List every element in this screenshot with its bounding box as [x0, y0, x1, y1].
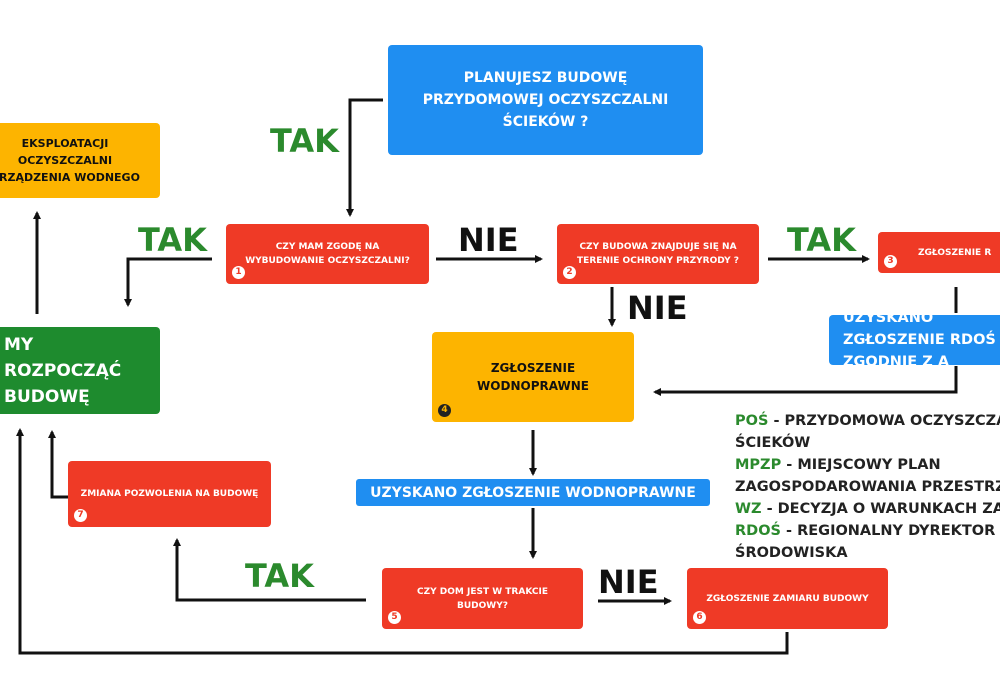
step-4-text: ZGŁOSZENIE WODNOPRAWNE	[477, 361, 589, 393]
legend-desc-mpzp: - MIEJSCOWY PLAN	[781, 457, 941, 473]
begin-construction-text: MY ROZPOCZĄĆ BUDOWĘ	[4, 334, 122, 407]
abbreviation-legend: POŚ - PRZYDOMOWA OCZYSZCZALN ŚCIEKÓW MPZ…	[735, 410, 1000, 564]
legend-line-pos-2: ŚCIEKÓW	[735, 435, 811, 451]
rdos-box-text: UZYSKANO ZGŁOSZENIE RDOŚ ZGODNIE Z A	[843, 315, 996, 365]
exploitation-box-text: EKSPLOATACJI OCZYSZCZALNI URZĄDZENIA WOD…	[0, 137, 140, 184]
exploitation-box: EKSPLOATACJI OCZYSZCZALNI URZĄDZENIA WOD…	[0, 123, 160, 198]
legend-abbr-rdos: RDOŚ	[735, 523, 781, 539]
legend-abbr-wz: WZ	[735, 501, 762, 517]
legend-line-rdos-2: ŚRODOWISKA	[735, 545, 848, 561]
arrow-rdos-to-b4	[653, 366, 958, 396]
label-tak-q5: TAK	[245, 557, 314, 595]
step-number-6: 6	[693, 611, 706, 624]
legend-desc-rdos: - REGIONALNY DYREKTOR OC	[780, 523, 1000, 539]
arrow-q1-to-begin	[124, 257, 212, 307]
rdos-box: UZYSKANO ZGŁOSZENIE RDOŚ ZGODNIE Z A	[829, 315, 1000, 365]
label-tak-start: TAK	[270, 122, 339, 160]
legend-line-rdos: RDOŚ - REGIONALNY DYREKTOR OC	[735, 520, 1000, 542]
question-1-text: CZY MAM ZGODĘ NA WYBUDOWANIE OCZYSZCZALN…	[245, 242, 410, 266]
step-number-3: 3	[884, 255, 897, 268]
label-nie-q2: NIE	[627, 289, 688, 327]
legend-line-mpzp-2: ZAGOSPODAROWANIA PRZESTRZE	[735, 479, 1000, 495]
arrow-b7-to-begin	[48, 430, 73, 499]
start-box: PLANUJESZ BUDOWĘ PRZYDOMOWEJ OCZYSZCZALN…	[388, 45, 703, 155]
uzyskano-box: UZYSKANO ZGŁOSZENIE WODNOPRAWNE	[356, 479, 710, 506]
question-5-box: CZY DOM JEST W TRAKCIE BUDOWY? 5	[382, 568, 583, 629]
step-number-5: 5	[388, 611, 401, 624]
question-2-text: CZY BUDOWA ZNAJDUJE SIĘ NA TERENIE OCHRO…	[577, 242, 739, 266]
start-box-text: PLANUJESZ BUDOWĘ PRZYDOMOWEJ OCZYSZCZALN…	[422, 70, 669, 130]
label-nie-q5: NIE	[598, 563, 659, 601]
begin-construction-box: MY ROZPOCZĄĆ BUDOWĘ	[0, 327, 160, 414]
question-1-box: CZY MAM ZGODĘ NA WYBUDOWANIE OCZYSZCZALN…	[226, 224, 429, 284]
legend-line-mpzp: MPZP - MIEJSCOWY PLAN	[735, 454, 1000, 476]
step-number-1: 1	[232, 266, 245, 279]
step-3-box: ZGŁOSZENIE R 3	[878, 232, 1000, 273]
arrow-b6-to-begin	[16, 428, 789, 655]
question-5-text: CZY DOM JEST W TRAKCIE BUDOWY?	[416, 586, 548, 611]
legend-abbr-mpzp: MPZP	[735, 457, 782, 473]
legend-line-wz: WZ - DECYZJA O WARUNKACH ZABU	[735, 498, 1000, 520]
step-number-4: 4	[438, 404, 451, 417]
label-tak-q2: TAK	[787, 221, 856, 259]
legend-abbr-pos: POŚ	[735, 413, 769, 429]
step-7-text: ZMIANA POZWOLENIA NA BUDOWĘ	[80, 489, 259, 499]
legend-desc-wz: - DECYZJA O WARUNKACH ZABU	[766, 501, 1000, 517]
legend-desc-pos: - PRZYDOMOWA OCZYSZCZALN	[773, 413, 1000, 429]
step-6-box: ZGŁOSZENIE ZAMIARU BUDOWY 6	[687, 568, 888, 629]
arrow-q5-to-b7	[173, 538, 366, 602]
legend-line-pos: POŚ - PRZYDOMOWA OCZYSZCZALN	[735, 410, 1000, 432]
uzyskano-box-text: UZYSKANO ZGŁOSZENIE WODNOPRAWNE	[370, 484, 696, 501]
step-number-7: 7	[74, 509, 87, 522]
step-3-text: ZGŁOSZENIE R	[918, 247, 992, 258]
arrow-start-to-q1	[346, 98, 383, 217]
step-6-text: ZGŁOSZENIE ZAMIARU BUDOWY	[706, 593, 869, 604]
step-7-box: ZMIANA POZWOLENIA NA BUDOWĘ 7	[68, 461, 271, 527]
step-4-box: ZGŁOSZENIE WODNOPRAWNE 4	[432, 332, 634, 422]
step-number-2: 2	[563, 266, 576, 279]
question-2-box: CZY BUDOWA ZNAJDUJE SIĘ NA TERENIE OCHRO…	[557, 224, 759, 284]
label-tak-q1: TAK	[138, 221, 207, 259]
label-nie-q1: NIE	[458, 221, 519, 259]
